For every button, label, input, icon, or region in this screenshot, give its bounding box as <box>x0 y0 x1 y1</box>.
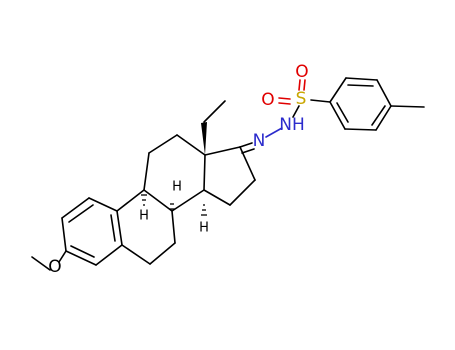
bond-double-inner <box>347 84 374 87</box>
h-atom-label: H <box>172 180 182 195</box>
bond <box>58 250 67 263</box>
bond <box>61 217 67 252</box>
bond <box>303 79 306 91</box>
atom-o-sulfonyl-left: O <box>261 90 274 110</box>
methoxy-group <box>31 250 67 271</box>
bond <box>143 189 173 212</box>
atom-s: S <box>296 89 307 109</box>
sulfonyl-oxygens <box>278 79 306 105</box>
atom-o-sulfonyl-top: O <box>295 62 308 82</box>
bond <box>95 244 123 266</box>
bond <box>116 189 145 212</box>
h-atom-label: H <box>199 221 209 236</box>
stereo-h-8: H <box>169 180 182 210</box>
bond <box>344 128 377 131</box>
bond <box>241 148 255 154</box>
bond <box>203 154 206 191</box>
n-n-bond <box>265 127 283 138</box>
bond <box>203 189 231 206</box>
bond-double-inner <box>371 105 386 126</box>
bond <box>171 210 176 244</box>
bond <box>148 134 178 154</box>
bond <box>229 179 256 206</box>
atom-nh: NH <box>279 115 305 135</box>
bond <box>329 77 347 103</box>
h-atom-label: H <box>139 209 149 224</box>
hydrazone-double-bond <box>239 142 255 154</box>
ring-d <box>203 146 256 206</box>
bond <box>65 250 97 266</box>
bond <box>171 189 205 212</box>
bond <box>278 97 291 100</box>
bond <box>31 256 51 271</box>
bond <box>376 79 392 107</box>
s-aryl-bond <box>310 99 331 103</box>
bond <box>375 105 392 131</box>
bond <box>116 210 123 246</box>
bond <box>239 142 253 148</box>
ring-c <box>143 134 206 212</box>
atom-o-methoxy: O <box>48 257 61 277</box>
bond <box>176 134 206 156</box>
ring-b <box>116 189 176 265</box>
stereo-h-14: H <box>199 204 209 236</box>
stereo-h-9: H <box>139 194 149 224</box>
n-s-bond <box>292 105 300 118</box>
bond <box>88 197 118 212</box>
bond-double-inner <box>68 204 94 223</box>
bond <box>203 100 226 123</box>
wedge-bond <box>201 122 207 155</box>
bond <box>121 244 151 265</box>
bond <box>204 146 241 156</box>
methyl-bond <box>390 105 425 108</box>
bond <box>329 101 346 130</box>
bond <box>298 79 301 91</box>
atom-n-hydrazone: N <box>253 131 266 151</box>
bond <box>143 152 150 191</box>
ethyl-group <box>201 100 226 155</box>
bond-double-inner <box>336 102 349 123</box>
tolyl-ring <box>329 77 392 131</box>
bond <box>278 102 291 105</box>
ring-a-aromatic <box>61 197 123 266</box>
bond-double-inner <box>70 245 95 258</box>
bond <box>345 77 378 81</box>
bond <box>149 242 176 265</box>
bond-double-inner <box>110 214 116 242</box>
bond <box>61 197 90 219</box>
